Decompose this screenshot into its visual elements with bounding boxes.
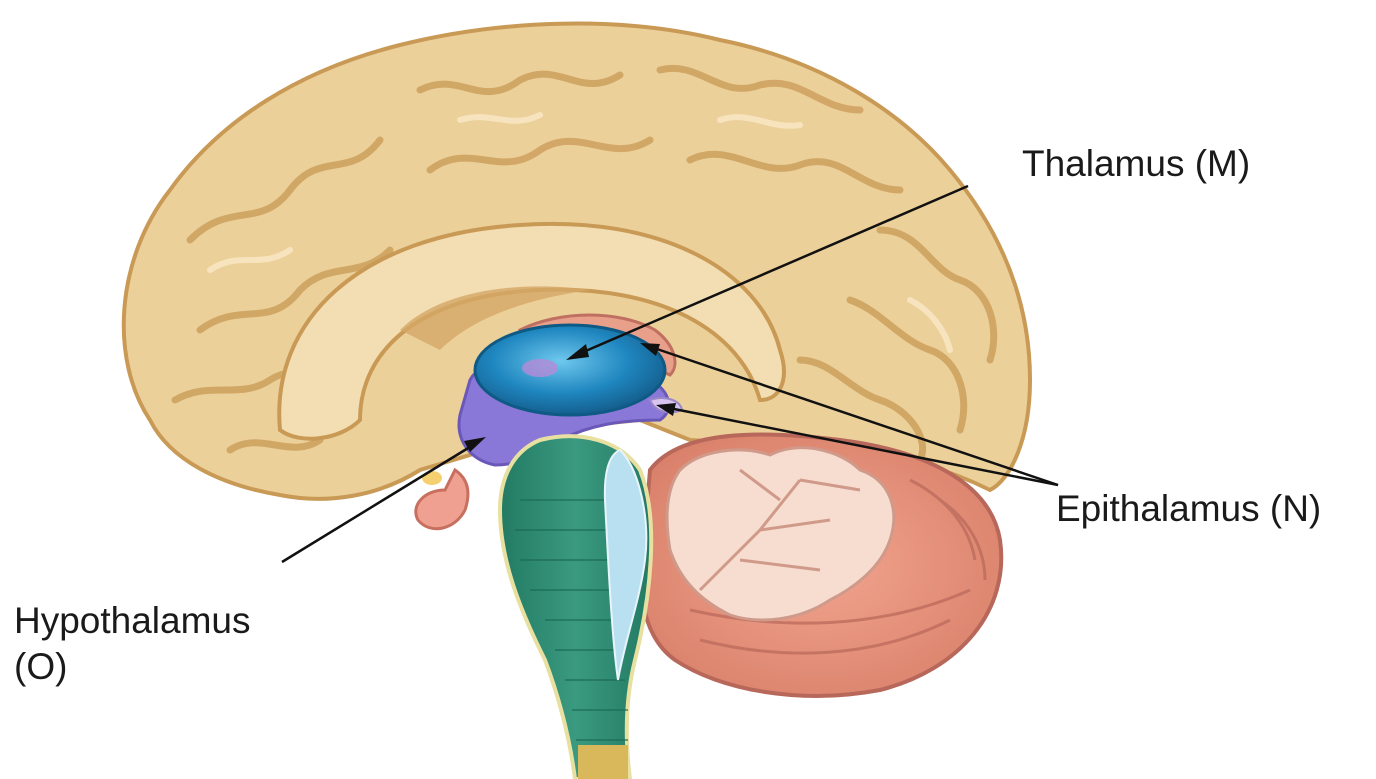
thalamus-label: Thalamus (M) (1022, 141, 1250, 187)
hypothalamus-label-line1: Hypothalamus (14, 598, 251, 644)
epithalamus-label: Epithalamus (N) (1056, 486, 1321, 532)
thalamus-region (475, 325, 665, 415)
hypothalamus-label: Hypothalamus (O) (14, 598, 251, 691)
hypothalamus-label-line2: (O) (14, 644, 251, 690)
spinal-cord-base (578, 745, 628, 779)
thalamus-highlight (522, 359, 558, 377)
